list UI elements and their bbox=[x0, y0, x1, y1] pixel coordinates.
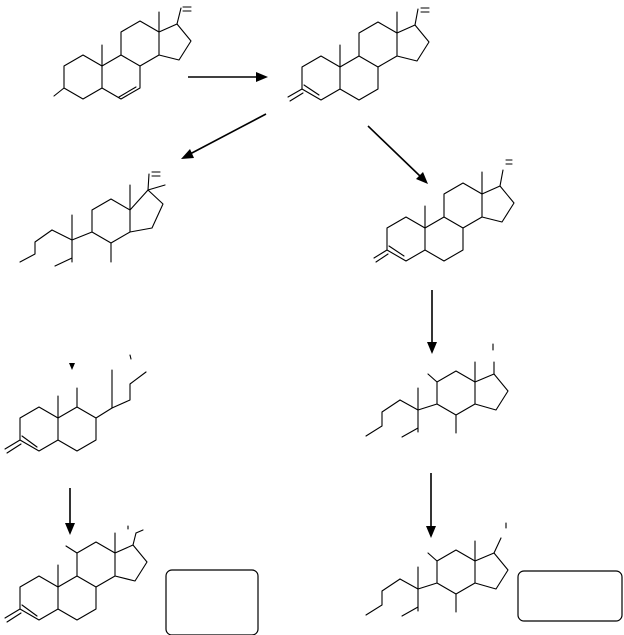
structure-s5 bbox=[4, 354, 147, 454]
structure-s2 bbox=[287, 7, 430, 102]
box-right bbox=[517, 570, 623, 622]
structure-s1 bbox=[53, 6, 192, 100]
structure-s8 bbox=[365, 522, 509, 617]
arrow-s5-to-s7 bbox=[65, 488, 75, 535]
arrow-s2-to-s3 bbox=[181, 113, 267, 159]
structure-s4 bbox=[373, 159, 515, 263]
arrow-s2-to-s4 bbox=[367, 125, 428, 184]
structure-s3 bbox=[19, 171, 166, 267]
arrow-s1-to-s2 bbox=[188, 72, 268, 82]
arrow-s4-to-s5 bbox=[427, 290, 437, 354]
arrow-s6-to-s8 bbox=[426, 473, 436, 538]
box-left bbox=[165, 569, 259, 635]
structure-s6 bbox=[365, 343, 509, 438]
structure-s7 bbox=[4, 525, 148, 623]
